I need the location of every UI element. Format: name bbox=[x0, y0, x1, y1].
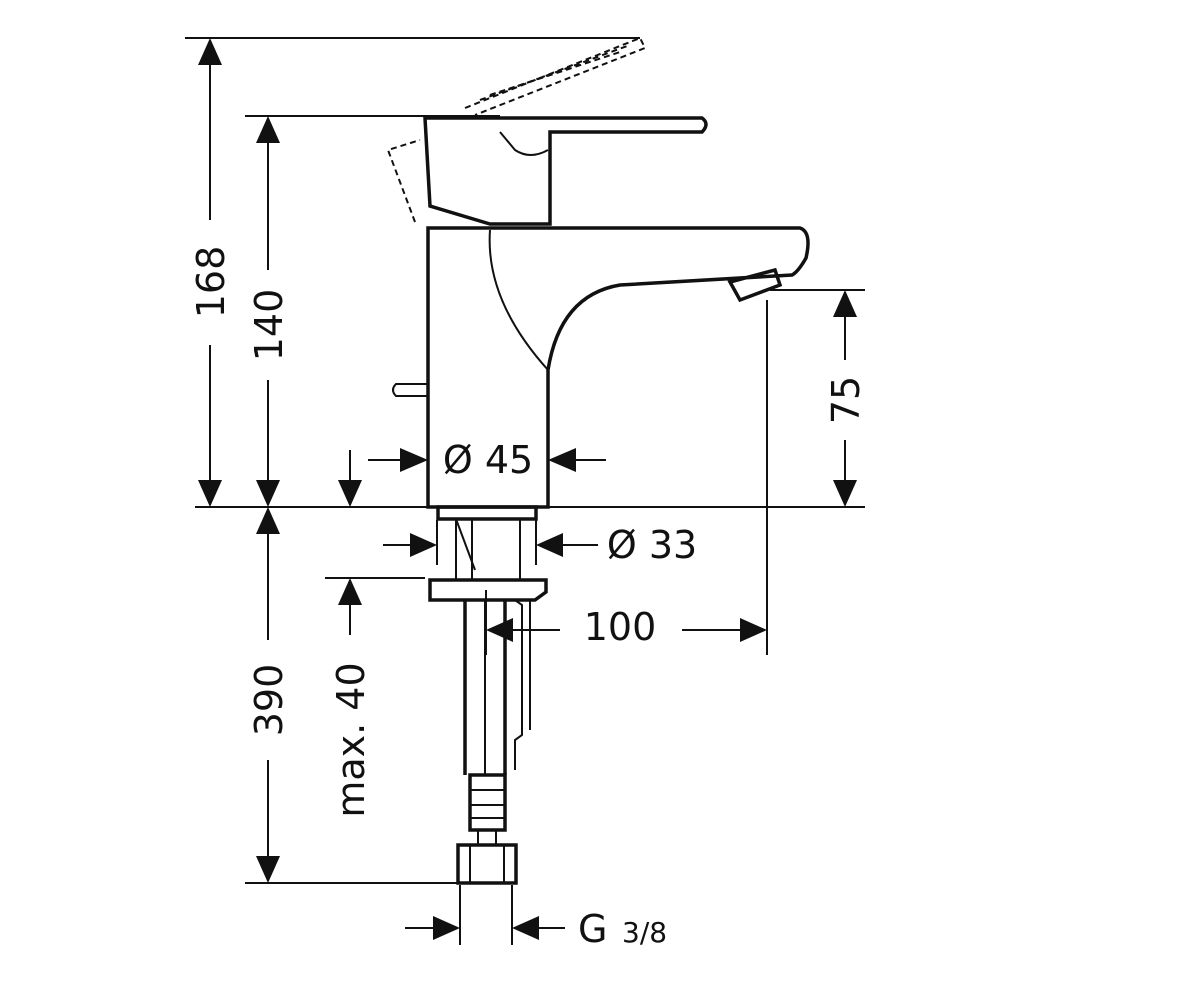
label-diameter-45: Ø 45 bbox=[443, 438, 533, 482]
dimension-100 bbox=[486, 618, 767, 642]
dimension-thread bbox=[405, 916, 565, 940]
extension-lines bbox=[185, 37, 865, 945]
label-75: 75 bbox=[824, 376, 868, 424]
label-140: 140 bbox=[247, 289, 291, 362]
dimension-diameter-33 bbox=[383, 533, 598, 557]
faucet-body bbox=[426, 226, 810, 509]
label-100: 100 bbox=[584, 605, 657, 649]
dimension-140 bbox=[256, 116, 280, 507]
dimension-diameter-45 bbox=[368, 448, 606, 472]
lever bbox=[423, 116, 708, 226]
aerator bbox=[727, 267, 783, 303]
faucet-outline bbox=[386, 36, 810, 885]
label-thread-size: 3/8 bbox=[622, 916, 667, 949]
label-390: 390 bbox=[247, 664, 291, 737]
label-diameter-33: Ø 33 bbox=[607, 523, 697, 567]
dimension-max-40 bbox=[338, 450, 362, 635]
label-thread-g: G bbox=[578, 907, 607, 951]
dimension-390 bbox=[256, 507, 280, 883]
hose-connector bbox=[456, 843, 518, 885]
label-max-40: max. 40 bbox=[329, 662, 373, 817]
mounting-nut bbox=[428, 578, 548, 602]
popup-rod bbox=[392, 383, 428, 397]
dimension-75 bbox=[833, 290, 857, 507]
label-168: 168 bbox=[189, 246, 233, 319]
dimension-168 bbox=[198, 38, 222, 507]
